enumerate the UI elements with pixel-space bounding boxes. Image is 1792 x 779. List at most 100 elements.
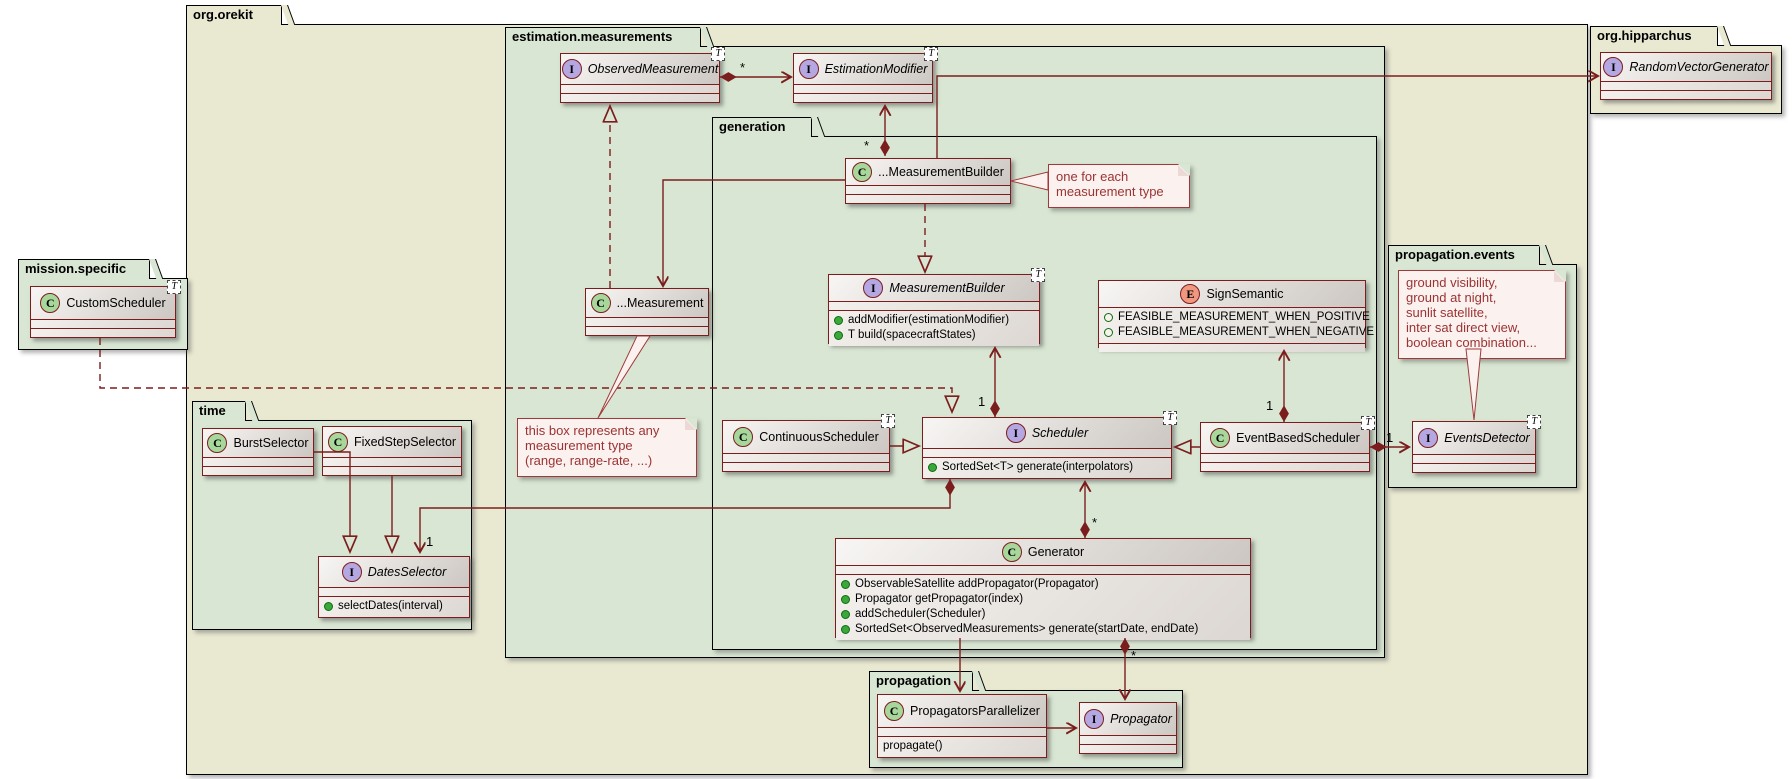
method-visibility-icon [324, 602, 333, 611]
class-burst-selector: C BurstSelector [202, 428, 314, 476]
note-line: (range, range-rate, ...) [525, 453, 653, 468]
generic-type-marker: T [1361, 416, 1375, 430]
package-tab-time: time [192, 401, 246, 421]
class-name: PropagatorsParallelizer [910, 704, 1040, 718]
interface-icon: I [561, 59, 582, 79]
method-visibility-icon [834, 316, 843, 325]
note-box-represents: this box represents any measurement type… [517, 418, 697, 477]
class-name: ContinuousScheduler [759, 430, 879, 444]
class-name: BurstSelector [233, 436, 309, 450]
interface-icon: I [798, 59, 819, 79]
method-visibility-icon [841, 595, 850, 604]
multiplicity-label: * [1131, 648, 1137, 663]
multiplicity-label: * [1092, 515, 1098, 530]
interface-icon: I [1005, 423, 1026, 443]
class-name: Propagator [1110, 712, 1172, 726]
class-icon: C [40, 293, 61, 313]
class-icon: C [1001, 542, 1022, 562]
class-generator: C Generator ObservableSatellite addPropag… [835, 538, 1251, 640]
method: ObservableSatellite addPropagator(Propag… [855, 578, 1099, 590]
class-icon: C [327, 432, 348, 452]
method-visibility-icon [841, 625, 850, 634]
enum-constant: FEASIBLE_MEASUREMENT_WHEN_POSITIVE [1118, 311, 1370, 323]
multiplicity-label: 1 [1386, 430, 1394, 445]
class-fixed-step-selector: C FixedStepSelector [322, 426, 462, 476]
class-name: FixedStepSelector [353, 435, 457, 449]
generic-type-marker: T [711, 47, 725, 61]
enum-icon: E [1180, 284, 1201, 304]
class-dots-measurement: C ...Measurement [585, 288, 709, 336]
interface-icon: I [341, 562, 362, 582]
note-line: boolean combination... [1406, 335, 1537, 350]
class-name: Scheduler [1031, 426, 1089, 440]
class-name: ...MeasurementBuilder [878, 165, 1004, 179]
class-icon: C [1210, 428, 1231, 448]
package-label: time [199, 403, 226, 418]
class-name: EventsDetector [1444, 431, 1530, 445]
interface-icon: I [1603, 57, 1624, 77]
generic-type-marker: T [167, 280, 181, 294]
interface-icon: I [1084, 709, 1105, 729]
package-tab-estimation-measurements: estimation.measurements [505, 27, 701, 47]
generic-type-marker: T [1527, 415, 1541, 429]
class-custom-scheduler: T C CustomScheduler [30, 280, 181, 338]
package-label: propagation.events [1395, 247, 1515, 262]
enum-constant-icon [1104, 328, 1113, 337]
class-name: ObservedMeasurement [587, 62, 719, 76]
method-visibility-icon [841, 580, 850, 589]
method: SortedSet<T> generate(interpolators) [942, 461, 1134, 473]
class-icon: C [590, 293, 611, 313]
package-label: org.orekit [193, 7, 253, 22]
package-tab-org-orekit: org.orekit [186, 5, 282, 25]
interface-propagator: I Propagator [1079, 702, 1177, 754]
note-line: inter sat direct view, [1406, 320, 1521, 335]
note-line: ground at night, [1406, 290, 1497, 305]
generic-type-marker: T [1163, 411, 1177, 425]
method: SortedSet<ObservedMeasurements> generate… [855, 623, 1199, 635]
note-line: sunlit satellite, [1406, 305, 1488, 320]
package-tab-propagation: propagation [869, 671, 973, 691]
class-icon: C [733, 427, 754, 447]
class-icon: C [207, 433, 228, 453]
method: Propagator getPropagator(index) [855, 593, 1024, 605]
method: T build(spacecraftStates) [848, 329, 976, 341]
multiplicity-label: 1 [978, 394, 986, 409]
package-label: propagation [876, 673, 952, 688]
class-name: Generator [1027, 545, 1085, 559]
multiplicity-label: 1 [1266, 398, 1274, 413]
method-visibility-icon [834, 331, 843, 340]
package-tab-generation: generation [712, 117, 812, 137]
note-events-list: ground visibility, ground at night, sunl… [1398, 270, 1566, 359]
multiplicity-label: * [864, 138, 870, 153]
generic-type-marker: T [924, 47, 938, 61]
class-name: ...Measurement [616, 296, 704, 310]
package-label: mission.specific [25, 261, 127, 276]
method-visibility-icon [841, 610, 850, 619]
package-label: org.hipparchus [1597, 28, 1692, 43]
note-line: this box represents any [525, 423, 660, 438]
interface-scheduler: T I Scheduler SortedSet<T> generate(inter… [922, 411, 1177, 479]
multiplicity-label: 1 [426, 534, 434, 549]
class-observed-measurement: T I ObservedMeasurement [560, 47, 725, 103]
multiplicity-label: * [740, 60, 746, 75]
class-name: RandomVectorGenerator [1629, 60, 1769, 74]
class-random-vector-generator: I RandomVectorGenerator [1600, 52, 1772, 100]
class-name: EventBasedScheduler [1236, 431, 1360, 445]
method: propagate() [883, 740, 943, 752]
method: selectDates(interval) [338, 600, 443, 612]
class-dots-measurement-builder: C ...MeasurementBuilder [845, 158, 1011, 204]
class-name: MeasurementBuilder [889, 281, 1005, 295]
method-visibility-icon [928, 463, 937, 472]
method: addScheduler(Scheduler) [855, 608, 986, 620]
class-event-based-scheduler: T C EventBasedScheduler [1200, 416, 1375, 472]
class-name: CustomScheduler [66, 296, 166, 310]
class-icon: C [852, 162, 873, 182]
